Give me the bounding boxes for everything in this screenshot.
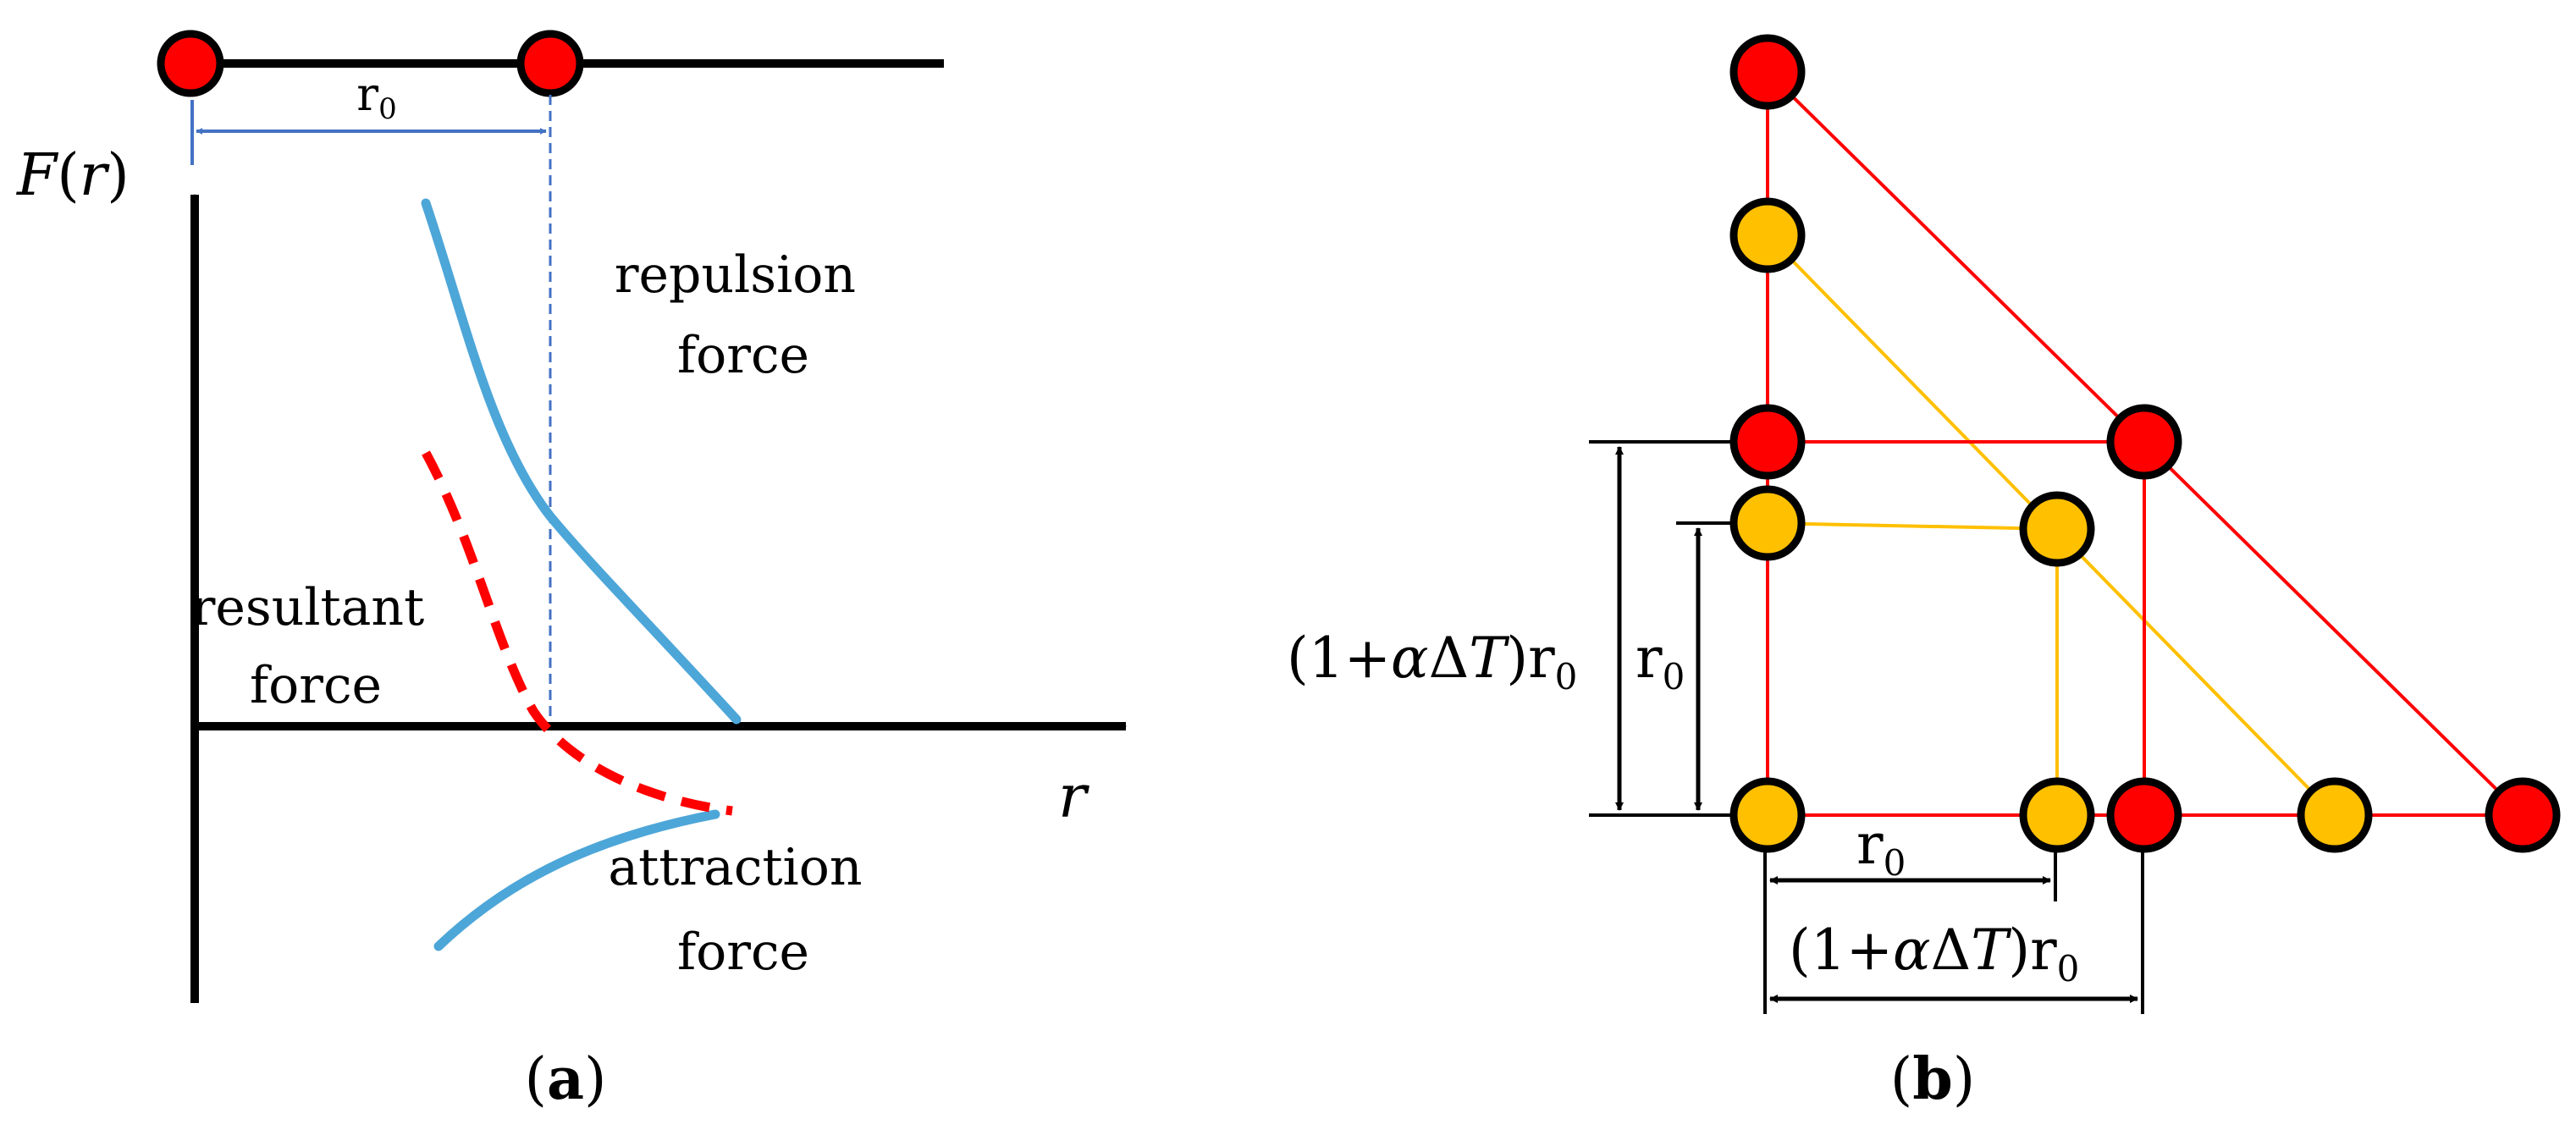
attraction-curve	[433, 809, 720, 951]
atoms-hot	[1729, 34, 2561, 853]
panel-a: r0 F(r) r repulsion force resultant forc…	[15, 30, 1127, 1113]
atom-right	[516, 30, 584, 97]
resultant-curve	[422, 450, 733, 816]
atom-hot	[2106, 777, 2182, 853]
repulsion-label: repulsion force	[615, 245, 872, 385]
repulsion-curve	[421, 198, 742, 725]
atom-hot	[1729, 34, 1806, 110]
caption-a: (a)	[524, 1045, 606, 1113]
atom-cold	[2297, 777, 2373, 853]
dimension-reference-lines	[1589, 440, 2144, 1014]
atom-hot	[1729, 404, 1806, 480]
panel-b: (1+αΔT)r0 r0 r0 (1+αΔT)r0 (b)	[1287, 34, 2561, 1113]
atom-hot	[2485, 777, 2561, 853]
r0-label: r0	[356, 68, 396, 126]
atom-cold	[1729, 197, 1806, 273]
label-expanded-vertical: (1+αΔT)r0	[1287, 626, 1577, 697]
attraction-label: attraction force	[608, 838, 878, 982]
atoms-cold	[1729, 197, 2373, 853]
x-axis-label: r	[1058, 762, 1089, 831]
atom-cold	[1729, 777, 1806, 853]
atom-cold	[1729, 485, 1806, 561]
y-axis-label: F(r)	[15, 142, 130, 209]
atom-cold	[2019, 491, 2095, 567]
label-r0-horizontal: r0	[1856, 812, 1906, 884]
atom-cold	[2019, 777, 2095, 853]
atom-hot	[2106, 404, 2182, 480]
atom-left	[157, 30, 224, 97]
resultant-label: resultant force	[191, 578, 441, 715]
label-r0-vertical: r0	[1636, 626, 1685, 697]
caption-b: (b)	[1890, 1045, 1976, 1113]
label-expanded-horizontal: (1+αΔT)r0	[1789, 918, 2079, 989]
